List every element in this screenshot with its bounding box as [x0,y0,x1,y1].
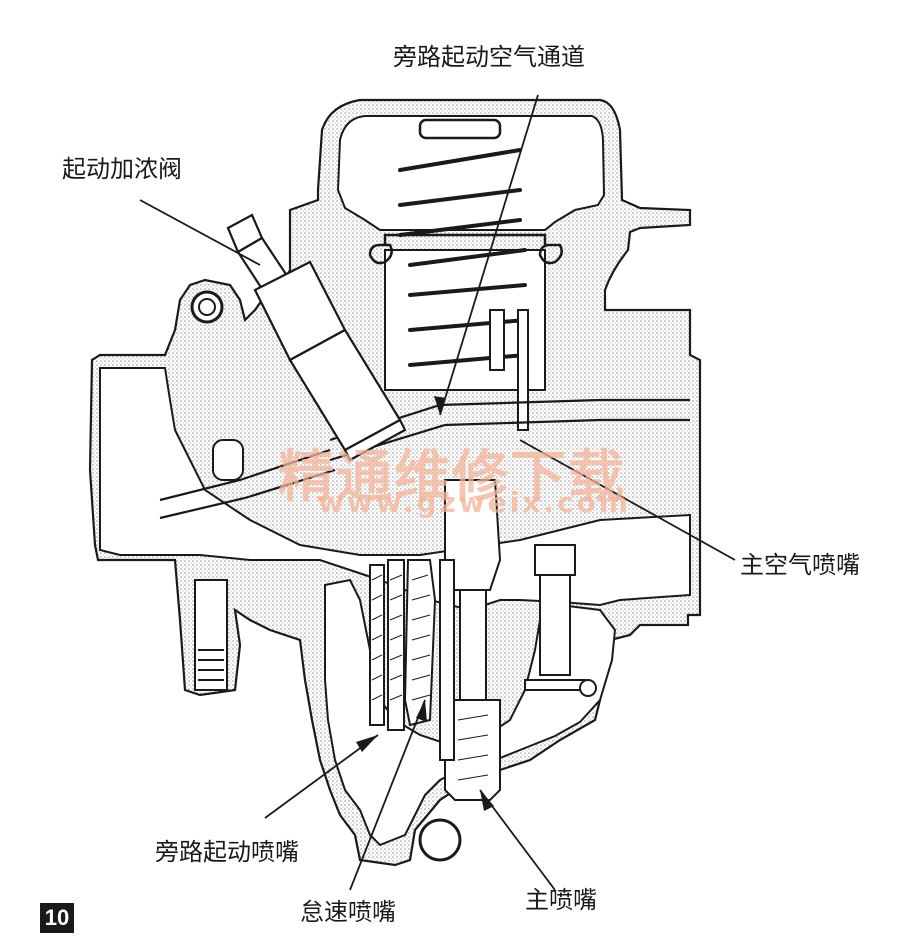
leader-enrichment-valve [139,199,261,266]
label-bypass-start-jet: 旁路起动喷嘴 [155,838,299,866]
leader-bypass-jet [264,734,379,819]
leader-idle-jet [349,699,426,891]
label-bypass-start-air-passage: 旁路起动空气通道 [393,43,585,71]
label-idle-jet: 怠速喷嘴 [300,898,396,926]
leader-bypass-air [439,94,539,416]
label-start-enrichment-valve: 起动加浓阀 [62,155,182,183]
piston-spring [398,148,527,367]
watermark-url: www.gzweix.com [318,486,631,519]
label-main-jet: 主喷嘴 [525,886,597,914]
figure-number: 10 [40,903,74,933]
enrichment-valve-body [226,213,407,462]
leader-main-air-jet [519,439,736,561]
label-main-air-jet: 主空气喷嘴 [740,551,860,579]
watermark-text: 精通维修下载 [278,445,626,510]
